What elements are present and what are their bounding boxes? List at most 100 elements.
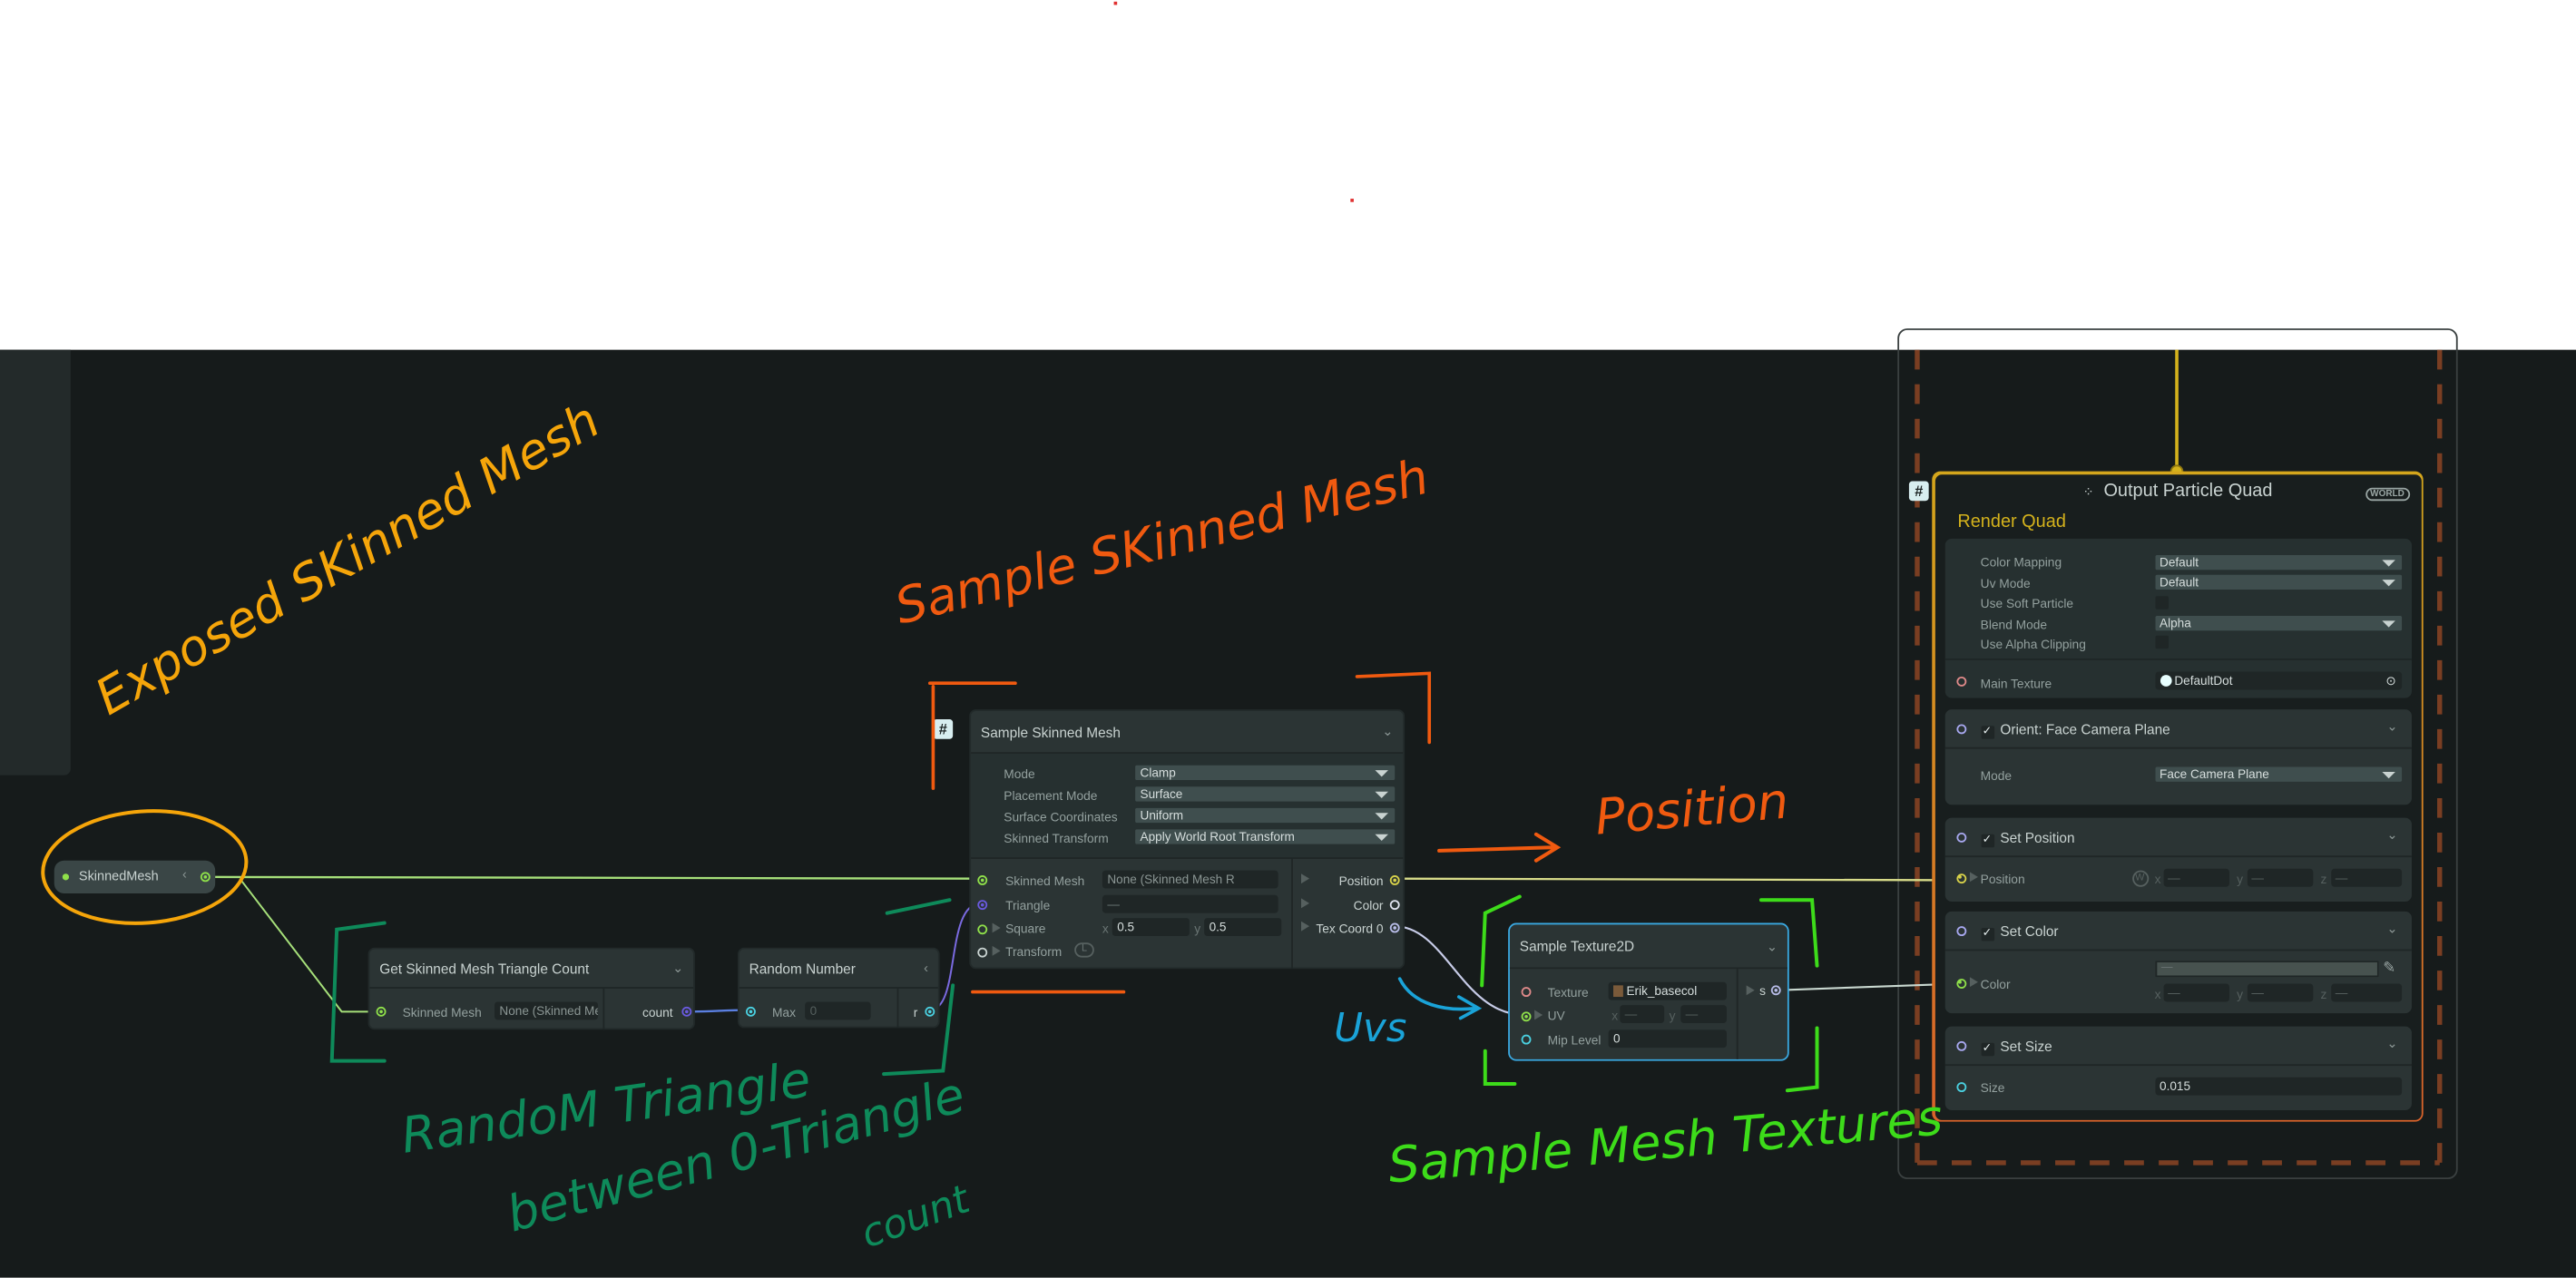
x-label: x xyxy=(1102,921,1109,937)
count-output-port[interactable] xyxy=(681,1006,692,1017)
triangle-input-port[interactable] xyxy=(977,900,988,911)
hash-badge[interactable]: # xyxy=(1908,481,1929,502)
size-field[interactable]: 0.015 xyxy=(2154,1076,2402,1095)
texture-field[interactable]: Erik_basecol xyxy=(1608,981,1727,1000)
block-port[interactable] xyxy=(1955,925,1966,936)
chevron-down-icon[interactable]: ⌄ xyxy=(2386,920,2398,936)
expand-triangle-icon[interactable] xyxy=(1300,921,1310,932)
color-x-field[interactable]: — xyxy=(2162,982,2229,1001)
triangle-field[interactable]: — xyxy=(1102,894,1278,913)
skinned-transform-dropdown[interactable]: Apply World Root Transform xyxy=(1135,829,1396,844)
mode-dropdown[interactable]: Clamp xyxy=(1135,765,1396,781)
block-port[interactable] xyxy=(1955,832,1966,842)
block-title: Orient: Face Camera Plane xyxy=(2000,719,2170,737)
chevron-left-icon[interactable]: ‹ xyxy=(924,961,928,976)
s-output-port[interactable] xyxy=(1770,985,1781,996)
color-y-field[interactable]: — xyxy=(2246,982,2313,1001)
orient-block[interactable]: ✓Orient: Face Camera Plane⌄ Mode Face Ca… xyxy=(1944,708,2412,805)
use-alpha-clipping-checkbox[interactable] xyxy=(2154,634,2169,649)
enabled-checkbox[interactable]: ✓ xyxy=(1980,927,1994,941)
set-color-block[interactable]: ✓Set Color⌄ Color — ✎ x — y — z — xyxy=(1944,910,2412,1013)
color-input-port[interactable] xyxy=(1955,978,1966,989)
orient-mode-dropdown[interactable]: Face Camera Plane xyxy=(2154,766,2402,781)
chevron-down-icon[interactable]: ⌄ xyxy=(2386,826,2398,842)
square-input-port[interactable] xyxy=(977,924,988,935)
color-mapping-dropdown[interactable]: Default xyxy=(2154,554,2402,570)
r-output-port[interactable] xyxy=(925,1006,935,1017)
skinned-mesh-field[interactable]: None (Skinned Mesh R xyxy=(1102,870,1278,889)
uv-y-field[interactable]: — xyxy=(1680,1005,1727,1024)
expand-triangle-icon[interactable] xyxy=(1969,871,1978,882)
chevron-down-icon[interactable]: ⌄ xyxy=(2386,718,2398,734)
sample-skinned-mesh-node[interactable]: Sample Skinned Mesh⌄ Mode Clamp Placemen… xyxy=(969,709,1406,970)
eyedropper-icon[interactable]: ✎ xyxy=(2383,958,2395,975)
max-label: Max xyxy=(771,1005,796,1020)
max-field[interactable]: 0 xyxy=(805,1001,871,1020)
chevron-down-icon[interactable]: ⌄ xyxy=(1382,724,1394,739)
expand-triangle-icon[interactable] xyxy=(1746,985,1755,996)
chevron-left-icon[interactable]: ‹ xyxy=(181,866,187,883)
enabled-checkbox[interactable]: ✓ xyxy=(1980,1041,1994,1056)
texcoord-output-port[interactable] xyxy=(1389,922,1400,933)
output-particle-quad-node[interactable]: ⁘Output Particle Quad WORLD Render Quad … xyxy=(1932,471,2424,1122)
uv-input-port[interactable] xyxy=(1521,1011,1532,1022)
uv-mode-dropdown[interactable]: Default xyxy=(2154,573,2402,590)
blackboard-panel[interactable] xyxy=(0,349,71,776)
enabled-checkbox[interactable]: ✓ xyxy=(1980,725,1994,738)
block-port[interactable] xyxy=(1955,1040,1966,1050)
chevron-down-icon[interactable]: ⌄ xyxy=(672,961,684,976)
skinned-mesh-input-port[interactable] xyxy=(977,875,988,885)
expand-triangle-icon[interactable] xyxy=(1300,898,1310,909)
set-position-block[interactable]: ✓Set Position⌄ Position W x — y — z — xyxy=(1944,816,2412,902)
skinnedmesh-parameter-node[interactable]: SkinnedMesh ‹ xyxy=(54,860,216,893)
blend-mode-label: Blend Mode xyxy=(1980,616,2048,632)
expand-triangle-icon[interactable] xyxy=(992,945,1001,956)
color-output-port[interactable] xyxy=(1389,900,1400,911)
expand-triangle-icon[interactable] xyxy=(1969,976,1978,987)
color-z-field[interactable]: — xyxy=(2330,982,2402,1001)
position-y-field[interactable]: — xyxy=(2246,867,2313,886)
position-x-field[interactable]: — xyxy=(2162,867,2229,886)
object-picker-icon[interactable]: ⊙ xyxy=(2385,672,2396,688)
world-space-badge[interactable]: W xyxy=(2131,869,2149,886)
expand-triangle-icon[interactable] xyxy=(1534,1010,1543,1020)
set-size-block[interactable]: ✓Set Size⌄ Size 0.015 xyxy=(1944,1025,2412,1110)
expand-triangle-icon[interactable] xyxy=(1300,873,1310,884)
position-z-field[interactable]: — xyxy=(2330,867,2402,886)
use-soft-particle-checkbox[interactable] xyxy=(2154,595,2169,609)
local-space-badge[interactable]: L xyxy=(1074,942,1094,958)
node-title: Sample Skinned Mesh xyxy=(980,723,1121,740)
space-badge[interactable]: WORLD xyxy=(2365,486,2410,501)
position-input-port[interactable] xyxy=(1955,873,1966,883)
block-port[interactable] xyxy=(1955,723,1966,734)
triangle-count-node[interactable]: Get Skinned Mesh Triangle Count⌄ Skinned… xyxy=(367,947,695,1030)
main-texture-field[interactable]: DefaultDot⊙ xyxy=(2154,670,2402,689)
main-texture-port[interactable] xyxy=(1955,676,1966,686)
r-label: r xyxy=(913,1005,918,1020)
skinned-mesh-input-port[interactable] xyxy=(376,1006,387,1017)
transform-input-port[interactable] xyxy=(977,947,988,958)
enabled-checkbox[interactable]: ✓ xyxy=(1980,833,1994,847)
placement-mode-dropdown[interactable]: Surface xyxy=(1135,786,1396,802)
expand-triangle-icon[interactable] xyxy=(992,922,1001,933)
color-output-label: Color xyxy=(1353,898,1384,913)
output-port[interactable] xyxy=(200,872,211,883)
mip-level-field[interactable]: 0 xyxy=(1608,1029,1727,1049)
size-input-port[interactable] xyxy=(1955,1081,1966,1092)
position-output-port[interactable] xyxy=(1389,875,1400,885)
sample-texture2d-node[interactable]: Sample Texture2D⌄ Texture Erik_basecol U… xyxy=(1508,922,1789,1061)
chevron-down-icon[interactable]: ⌄ xyxy=(2386,1035,2398,1050)
texture-input-port[interactable] xyxy=(1521,987,1532,998)
blend-mode-dropdown[interactable]: Alpha xyxy=(2154,615,2402,630)
max-input-port[interactable] xyxy=(746,1006,756,1017)
skinned-mesh-field[interactable]: None (Skinned Mesh R xyxy=(494,1001,599,1020)
hash-badge[interactable]: # xyxy=(933,719,954,739)
mip-level-input-port[interactable] xyxy=(1521,1034,1532,1045)
color-swatch[interactable]: — xyxy=(2154,960,2378,977)
surface-coordinates-dropdown[interactable]: Uniform xyxy=(1135,807,1396,824)
uv-x-field[interactable]: — xyxy=(1620,1005,1665,1024)
square-x-field[interactable]: 0.5 xyxy=(1112,918,1190,937)
square-y-field[interactable]: 0.5 xyxy=(1204,918,1282,937)
random-number-node[interactable]: Random Number‹ Max 0 r xyxy=(737,947,940,1029)
chevron-down-icon[interactable]: ⌄ xyxy=(1766,938,1778,954)
